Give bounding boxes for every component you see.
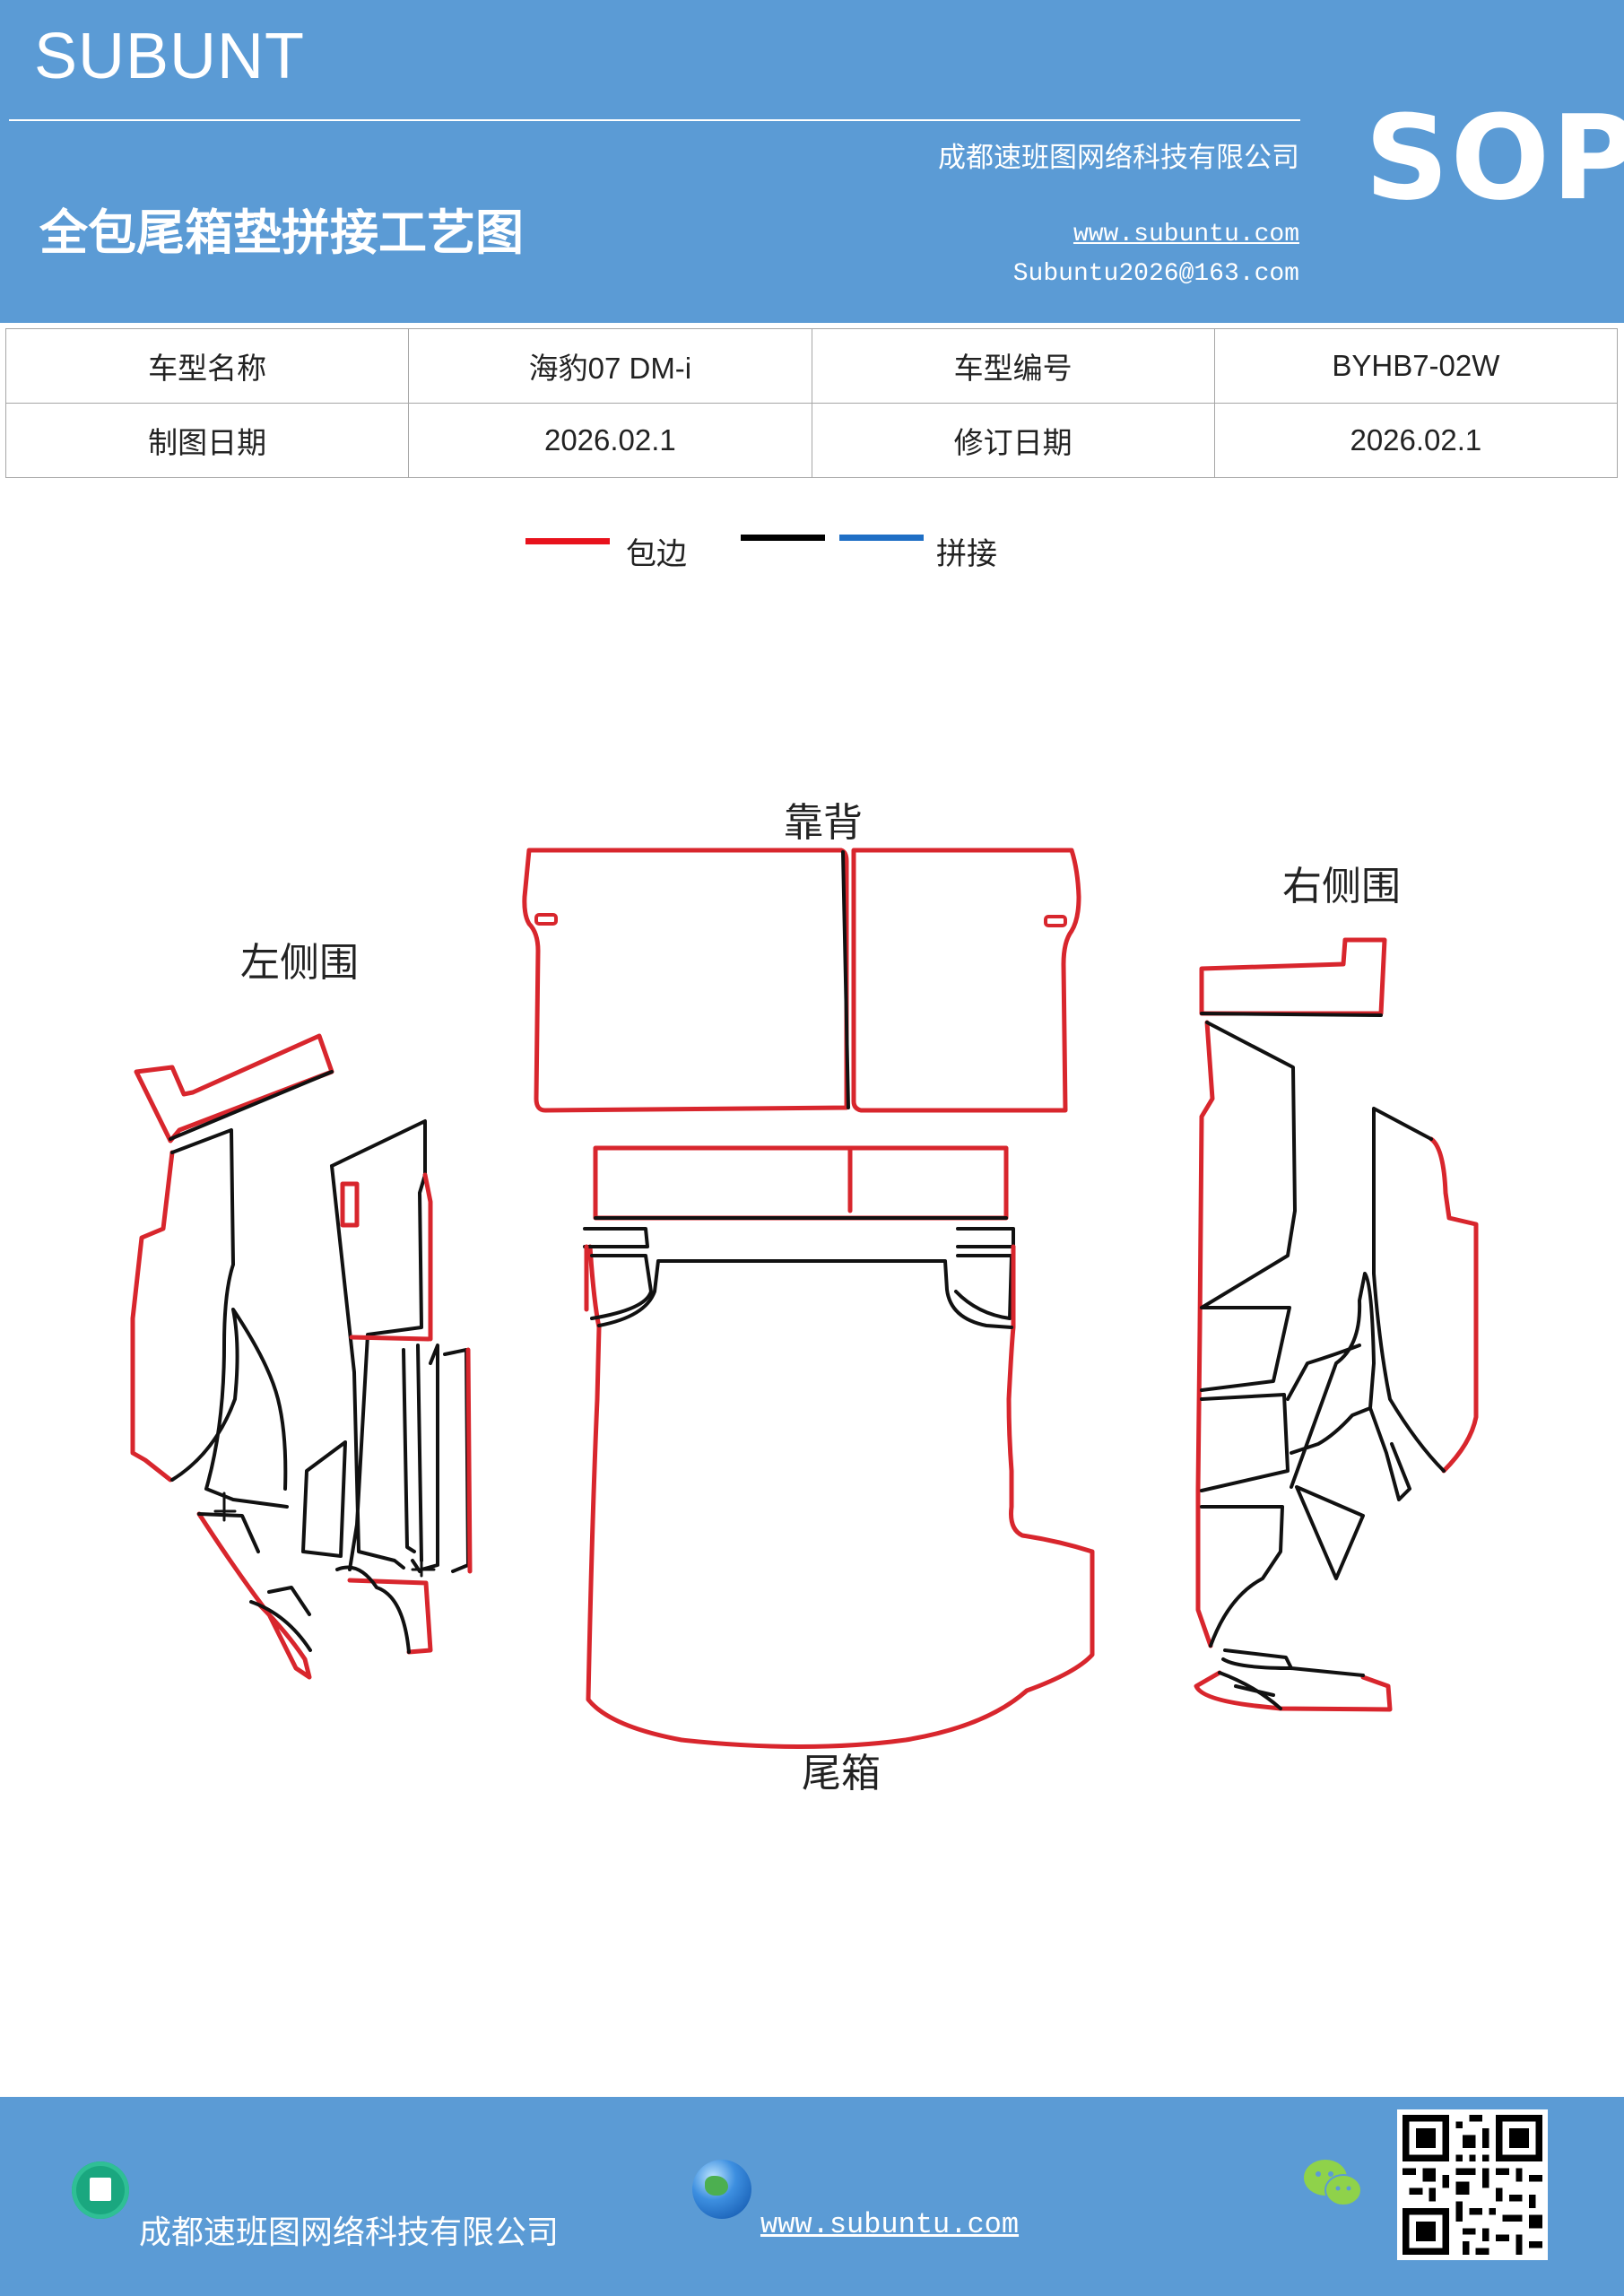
legend-splice-label: 拼接 [936, 536, 997, 572]
trunk-right-pocket [954, 1227, 1015, 1320]
model-code-label: 车型编号 [811, 328, 1215, 404]
left-side-flap-seam [169, 1070, 334, 1141]
revise-date-value: 2026.02.1 [1213, 403, 1619, 478]
right-side-top-tab [1199, 937, 1387, 1016]
backrest-left-slot [534, 913, 558, 926]
header-company: 成都速班图网络科技有限公司 [938, 142, 1299, 174]
header-website-link[interactable]: www.subuntu.com [1073, 221, 1299, 248]
brand-name: SUBUNT [34, 21, 306, 92]
left-side-red-slot [340, 1181, 360, 1228]
legend-edging-swatch [525, 538, 610, 544]
draw-date-label: 制图日期 [4, 403, 410, 478]
model-name-value: 海豹07 DM-i [408, 328, 812, 404]
backrest-group [522, 848, 1081, 1113]
legend-edging-label: 包边 [626, 536, 687, 572]
left-side-main-seams [170, 1119, 427, 1571]
trunk-group [583, 1145, 1095, 1749]
backrest-right-slot [1044, 915, 1067, 927]
right-side-bottom-piece [1194, 1670, 1393, 1712]
building-icon [72, 2161, 129, 2219]
footer-company: 成都速班图网络科技有限公司 [139, 2214, 560, 2251]
trunk-label: 尾箱 [802, 1751, 881, 1796]
left-side-lower-edging [196, 1511, 433, 1680]
backrest-seam [841, 850, 850, 1109]
table-row: 车型名称 海豹07 DM-i 车型编号 BYHB7-02W [4, 328, 1619, 404]
trunk-floor-seam-top [597, 1259, 1013, 1329]
right-side-rear-seams [1368, 1107, 1446, 1501]
footer-band: 成都速班图网络科技有限公司 www.subuntu.com [0, 2097, 1624, 2296]
right-side-bottom-seams [1218, 1648, 1365, 1710]
backrest-label: 靠背 [784, 800, 863, 846]
model-code-value: BYHB7-02W [1213, 328, 1619, 404]
table-row: 制图日期 2026.02.1 修订日期 2026.02.1 [4, 403, 1619, 478]
left-side-label: 左侧围 [240, 940, 359, 986]
vehicle-info-table: 车型名称 海豹07 DM-i 车型编号 BYHB7-02W 制图日期 2026.… [4, 328, 1619, 478]
header-email: Subuntu2026@163.com [1012, 260, 1299, 288]
left-side-group [130, 1033, 473, 1680]
trunk-front-strip [593, 1145, 1009, 1221]
sop-badge: SOP [1365, 90, 1624, 226]
wechat-icon [1304, 2160, 1362, 2206]
right-side-main-outer [1195, 1020, 1215, 1648]
right-side-tab-seam [1200, 1012, 1383, 1017]
left-side-marks [213, 1492, 436, 1578]
revise-date-label: 修订日期 [811, 403, 1215, 478]
trunk-left-pocket [583, 1227, 653, 1320]
right-side-label: 右侧围 [1282, 864, 1401, 909]
footer-website-link[interactable]: www.subuntu.com [760, 2208, 1020, 2241]
backrest-left-panel [522, 848, 849, 1113]
left-side-strips [402, 1344, 470, 1573]
header-divider [9, 119, 1300, 121]
globe-icon [692, 2160, 751, 2219]
model-name-label: 车型名称 [4, 328, 410, 404]
left-side-lower-seams [197, 1512, 421, 1654]
left-side-main-outer [130, 1150, 175, 1483]
trunk-floor [586, 1244, 1095, 1749]
qr-code [1397, 2109, 1548, 2260]
legend-splice-black-swatch [741, 535, 825, 541]
left-side-red-edge [422, 1172, 433, 1342]
trunk-pocket-edging [584, 1244, 1016, 1321]
left-side-upper-flap [134, 1033, 334, 1144]
document-title: 全包尾箱垫拼接工艺图 [39, 204, 524, 261]
header-band: SUBUNT 成都速班图网络科技有限公司 全包尾箱垫拼接工艺图 www.subu… [0, 0, 1624, 323]
left-side-red-seam [349, 1335, 431, 1342]
draw-date-value: 2026.02.1 [408, 403, 812, 478]
legend: 包边 拼接 [0, 520, 1624, 574]
legend-splice-blue-swatch [839, 535, 924, 541]
left-side-strip-edging [465, 1347, 473, 1574]
right-side-main-seams [1200, 1021, 1376, 1648]
right-side-group [1194, 937, 1479, 1712]
backrest-right-panel [851, 848, 1081, 1113]
right-side-rear-outer [1429, 1136, 1479, 1474]
qr-code-pattern [1403, 2115, 1542, 2255]
